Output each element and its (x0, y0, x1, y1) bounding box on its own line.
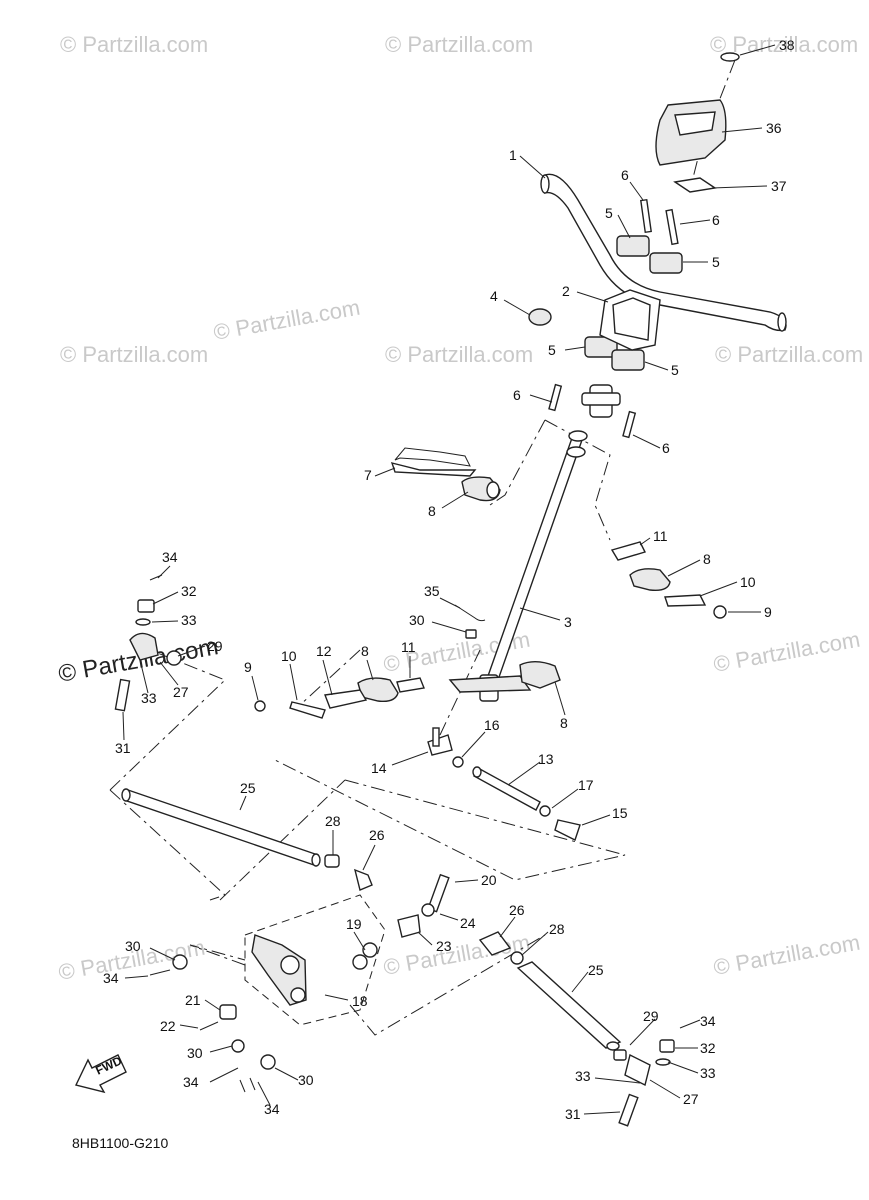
callout-26: 26 (509, 902, 525, 918)
callout-34: 34 (700, 1013, 716, 1029)
callout-34: 34 (264, 1101, 280, 1117)
callout-22: 22 (160, 1018, 176, 1034)
callout-8: 8 (428, 503, 436, 519)
callout-16: 16 (484, 717, 500, 733)
handlebar-cover (655, 52, 740, 166)
callout-18: 18 (352, 993, 368, 1009)
callout-9: 9 (244, 659, 252, 675)
handlebar-holders (584, 235, 683, 371)
callout-12: 12 (316, 643, 332, 659)
callout-7: 7 (364, 467, 372, 483)
callout-8: 8 (703, 551, 711, 567)
tie-rod-right (478, 931, 675, 1127)
bolts-upper (548, 198, 679, 439)
watermark: © Partzilla.com (385, 32, 533, 57)
callout-13: 13 (538, 751, 554, 767)
callout-25: 25 (588, 962, 604, 978)
callout-8: 8 (560, 715, 568, 731)
left-knuckle-joint (114, 574, 182, 712)
watermark: © Partzilla.com (60, 342, 208, 367)
callout-34: 34 (103, 970, 119, 986)
callout-37: 37 (771, 178, 787, 194)
callout-31: 31 (565, 1106, 581, 1122)
watermark: © Partzilla.com (212, 295, 362, 345)
callout-24: 24 (460, 915, 476, 931)
callout-2: 2 (562, 283, 570, 299)
callout-36: 36 (766, 120, 782, 136)
callout-11: 11 (653, 528, 668, 544)
callout-32: 32 (181, 583, 197, 599)
watermark: © Partzilla.com (712, 930, 862, 980)
callout-8: 8 (361, 643, 369, 659)
tie-rod-left (121, 788, 340, 868)
label-plate (673, 177, 717, 193)
callout-32: 32 (700, 1040, 716, 1056)
callout-35: 35 (424, 583, 440, 599)
callout-29: 29 (207, 638, 223, 654)
callout-5: 5 (548, 342, 556, 358)
lower-steering-parts (254, 604, 581, 841)
callout-33: 33 (181, 612, 197, 628)
callout-9: 9 (764, 604, 772, 620)
callout-11: 11 (401, 639, 416, 655)
callout-17: 17 (578, 777, 594, 793)
callout-33: 33 (141, 690, 157, 706)
callout-6: 6 (621, 167, 629, 183)
bracket-7 (390, 447, 477, 477)
watermark: © Partzilla.com (710, 32, 858, 57)
callout-1: 1 (509, 147, 517, 163)
watermark: © Partzilla.com (715, 342, 863, 367)
callout-34: 34 (162, 549, 178, 565)
callout-23: 23 (436, 938, 452, 954)
clamp-upper-left (461, 476, 501, 502)
callout-4: 4 (490, 288, 498, 304)
callout-6: 6 (513, 387, 521, 403)
callout-19: 19 (346, 916, 362, 932)
callout-3: 3 (564, 614, 572, 630)
watermark: © Partzilla.com (712, 627, 862, 677)
callout-30: 30 (125, 938, 141, 954)
callout-25: 25 (240, 780, 256, 796)
callout-26: 26 (369, 827, 385, 843)
callout-5: 5 (671, 362, 679, 378)
callout-30: 30 (409, 612, 425, 628)
callout-31: 31 (115, 740, 131, 756)
watermark: © Partzilla.com (385, 342, 533, 367)
callout-27: 27 (173, 684, 189, 700)
callout-labels: 38 36 37 1 6 6 5 5 2 4 5 5 6 6 7 8 11 8 … (103, 37, 795, 1122)
callout-10: 10 (740, 574, 756, 590)
callout-10: 10 (281, 648, 297, 664)
leader-lines (122, 44, 776, 1115)
callout-33: 33 (575, 1068, 591, 1084)
callout-6: 6 (712, 212, 720, 228)
right-clamp-group (610, 541, 727, 619)
steering-cap (528, 308, 552, 326)
callout-5: 5 (712, 254, 720, 270)
callout-27: 27 (683, 1091, 699, 1107)
steering-joint (581, 384, 621, 418)
callout-15: 15 (612, 805, 628, 821)
callout-30: 30 (298, 1072, 314, 1088)
callout-5: 5 (605, 205, 613, 221)
handlebar (540, 173, 787, 332)
fwd-arrow-icon: FWD (74, 1053, 127, 1094)
callout-28: 28 (325, 813, 341, 829)
callout-14: 14 (371, 760, 387, 776)
callout-21: 21 (185, 992, 201, 1008)
callout-33: 33 (700, 1065, 716, 1081)
callout-6: 6 (662, 440, 670, 456)
steering-shaft (479, 430, 588, 702)
callout-29: 29 (643, 1008, 659, 1024)
callout-38: 38 (779, 37, 795, 53)
watermark-layer: © Partzilla.com © Partzilla.com © Partzi… (56, 32, 863, 985)
callout-30: 30 (187, 1045, 203, 1061)
pitman-arm (149, 868, 450, 1093)
diagram-code: 8HB1100-G210 (72, 1135, 168, 1151)
callout-20: 20 (481, 872, 497, 888)
callout-28: 28 (549, 921, 565, 937)
watermark: © Partzilla.com (60, 32, 208, 57)
callout-34: 34 (183, 1074, 199, 1090)
